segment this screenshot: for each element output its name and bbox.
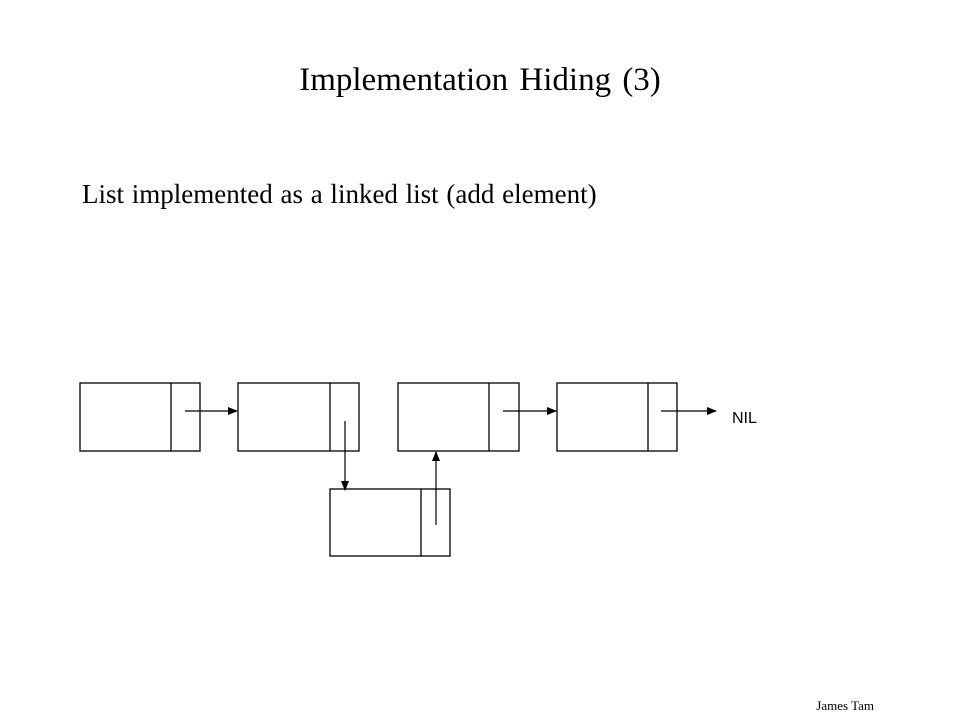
nil-label: NIL xyxy=(732,410,757,427)
list-node-3 xyxy=(397,382,520,452)
list-node-2 xyxy=(237,382,360,452)
node-1-data-cell xyxy=(79,382,201,452)
node-2-data-cell xyxy=(237,382,360,452)
slide-subtitle: List implemented as a linked list (add e… xyxy=(82,179,597,209)
new-node-data-cell xyxy=(329,488,451,557)
node-4-data-cell xyxy=(556,382,678,452)
node-3-data-cell xyxy=(397,382,520,452)
footer-author: James Tam xyxy=(816,698,874,713)
list-node-1 xyxy=(79,382,201,452)
slide-title: Implementation Hiding (3) xyxy=(299,62,661,98)
list-node-4 xyxy=(556,382,678,452)
new-list-node xyxy=(329,488,451,557)
